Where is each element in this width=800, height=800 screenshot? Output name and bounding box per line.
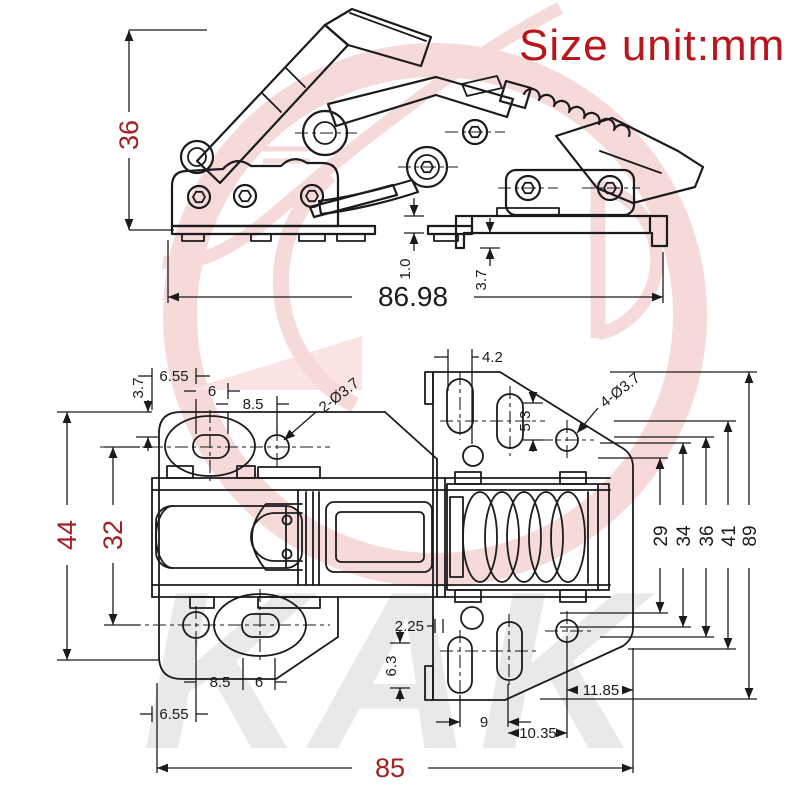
dim-plan-85-top: 8.5 [216, 396, 289, 433]
dim-plan-total-85: 85 [156, 648, 634, 783]
dim-label-42: 4.2 [482, 349, 503, 366]
dim-plan-6-bottom: 6 [255, 658, 287, 691]
dim-label-9: 9 [480, 714, 488, 731]
dim-label-37-side: 3.7 [473, 270, 490, 291]
watermark-text: KAK [142, 544, 656, 796]
dim-label-89: 89 [740, 525, 761, 546]
dim-label-10: 1.0 [397, 259, 414, 280]
page-title: Size unit:mm [519, 21, 785, 70]
dim-plan-89: 89 [540, 371, 761, 700]
dim-label-6-top: 6 [208, 383, 216, 400]
dim-label-plan-37: 3.7 [130, 378, 147, 399]
dim-label-655-bottom: 6.55 [159, 706, 188, 723]
dim-plan-32: 32 [98, 446, 140, 626]
dim-label-655-top: 6.55 [159, 368, 188, 385]
dim-plan-9: 9 [436, 684, 531, 731]
dim-plan-29: 29 [560, 457, 672, 614]
dim-plan-225: 2.25 [395, 618, 444, 635]
dim-plan-37: 3.7 [130, 378, 158, 451]
dim-label-1035: 10.35 [519, 725, 557, 742]
dim-label-53: 5.3 [517, 411, 534, 432]
dim-plan-36: 36 [600, 436, 718, 638]
dim-plan-63: 6.3 [383, 630, 410, 701]
dim-label-32: 32 [98, 520, 128, 550]
side-view: 36 86.98 1.0 3.7 [114, 7, 705, 312]
dim-side-height-36: 36 [114, 29, 207, 231]
dim-plan-44: 44 [52, 411, 160, 661]
dim-plan-4xd37: 4-Ø3.7 [576, 370, 644, 434]
dim-label-1185: 11.85 [583, 682, 619, 699]
dim-label-85-bottom: 8.5 [210, 674, 231, 691]
dim-label-85-top: 8.5 [243, 396, 264, 413]
dim-plan-1185: 11.85 [567, 682, 633, 699]
dim-label-63: 6.3 [383, 656, 400, 677]
dim-label-8698: 86.98 [378, 281, 448, 312]
dim-plan-41: 41 [614, 420, 740, 650]
hinge-side-geometry [170, 7, 705, 250]
dim-label-225: 2.25 [395, 618, 424, 635]
dim-side-gap-10: 1.0 [397, 198, 424, 279]
dim-label-36-plan: 36 [697, 525, 718, 546]
dim-label-36: 36 [114, 120, 144, 150]
dim-plan-655-top: 6.55 [138, 368, 210, 434]
dim-label-total-85: 85 [375, 753, 405, 783]
dim-plan-6-top: 6 [184, 383, 240, 434]
dim-label-29: 29 [651, 525, 672, 546]
dim-plan-53: 5.3 [517, 391, 543, 452]
dim-label-41: 41 [719, 525, 740, 546]
dim-label-4xd37: 4-Ø3.7 [597, 370, 644, 412]
dim-side-width-8698: 86.98 [167, 240, 664, 312]
dim-side-lip-37: 3.7 [473, 218, 500, 290]
dim-plan-655-bottom: 6.55 [140, 690, 208, 723]
dim-label-6-bottom: 6 [255, 674, 263, 691]
dim-label-44: 44 [52, 520, 82, 550]
dim-plan-42: 4.2 [434, 349, 503, 444]
dim-label-34: 34 [674, 525, 695, 547]
dim-plan-34: 34 [560, 442, 695, 628]
hinge-plan-geometry [100, 371, 634, 701]
dim-plan-85-bottom: 8.5 [184, 640, 244, 691]
